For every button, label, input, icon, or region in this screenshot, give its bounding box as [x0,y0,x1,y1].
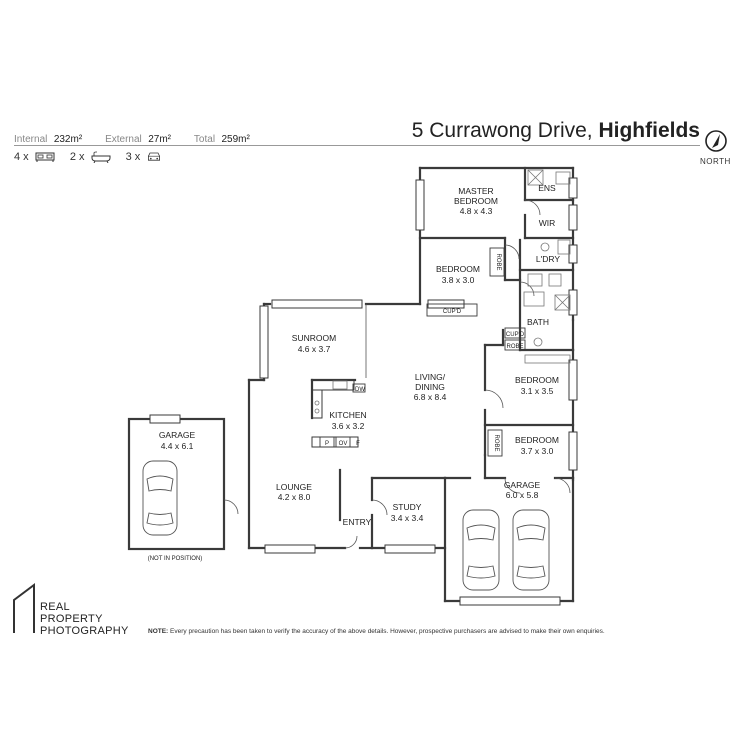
total-area-label: Total [193,134,216,145]
fridge-label: F [356,441,360,447]
bedroom-3-label: BEDROOM [515,375,559,385]
header-divider [14,145,700,146]
bedroom-count: 4 x [14,151,29,163]
car-count: 3 x [125,151,141,163]
living-label: LIVING/ [415,372,446,382]
dishwasher-label: DW [355,387,365,393]
walls [127,166,575,603]
study-size: 3.4 x 3.4 [391,513,424,523]
kitchen-label: KITCHEN [329,410,366,420]
bedroom-2-label: BEDROOM [436,264,480,274]
external-area-value: 27m² [148,134,172,145]
feature-counts: 4 x 2 x 3 x [14,151,174,164]
car-icon [142,460,178,536]
lounge-size: 4.2 x 8.0 [278,492,311,502]
detached-garage-size: 4.4 x 6.1 [161,441,194,451]
cupboard-2-label: CUP'D [506,332,525,338]
detached-garage-label: GARAGE [159,430,196,440]
master-bedroom-label: MASTER [458,186,493,196]
bath-icon [91,151,111,164]
disclaimer-label: NOTE: [148,628,169,635]
oven-label: OV [339,441,348,447]
bathroom-fixtures [314,169,571,414]
ensuite-label: ENS [538,183,556,193]
sunroom-size: 4.6 x 3.7 [298,344,331,354]
lounge-label: LOUNGE [276,482,312,492]
property-address: 5 Currawong Drive, [411,119,593,142]
bedroom-2-size: 3.8 x 3.0 [442,275,475,285]
fixture-boxes [319,247,526,457]
brand-name: REAL PROPERTY PHOTOGRAPHY [40,601,129,637]
brand-line-3: PHOTOGRAPHY [40,625,129,637]
internal-area-label: Internal [14,134,48,145]
bath-label: BATH [527,317,549,327]
disclaimer: NOTE: Every precaution has been taken to… [148,628,605,635]
robe-2-label: ROBE [506,344,523,350]
brand-logo-icon [13,583,35,633]
bedroom-3-size: 3.1 x 3.5 [521,386,554,396]
area-summary: Internal 232m² External 27m² Total 259m² [14,129,252,147]
external-area-label: External [105,134,142,145]
property-title: 5 Currawong Drive, Highfields [405,119,700,143]
bedroom-4-size: 3.7 x 3.0 [521,446,554,456]
bathroom-count: 2 x [69,151,85,163]
windows [149,177,578,606]
laundry-label: L'DRY [536,254,560,264]
living-label-2: DINING [415,382,445,392]
brand-line-1: REAL [40,601,70,613]
total-area-value: 259m² [221,134,250,145]
doors [223,199,571,549]
property-suburb: Highfields [598,119,700,142]
living-size: 6.8 x 8.4 [414,392,447,402]
wir-label: WIR [539,218,556,228]
disclaimer-text: Every precaution has been taken to verif… [170,628,605,635]
room-labels: MASTER BEDROOM 4.8 x 4.3 ENS WIR BEDROOM… [159,183,561,527]
kitchen-size: 3.6 x 3.2 [332,421,365,431]
internal-area-value: 232m² [53,134,83,145]
entry-label: ENTRY [343,517,372,527]
north-label: NORTH [700,157,731,166]
study-label: STUDY [393,502,422,512]
cupboard-1-label: CUP'D [443,309,462,315]
car-icon [462,509,500,591]
brand-line-2: PROPERTY [40,613,103,625]
car-icon [512,509,550,591]
sunroom-label: SUNROOM [292,333,336,343]
main-garage-size: 6.0 x 5.8 [506,490,539,500]
robe-3-label: ROBE [493,434,499,451]
north-compass-icon [705,130,727,152]
bedroom-4-label: BEDROOM [515,435,559,445]
car-icons [142,460,550,591]
main-garage-label: GARAGE [504,480,541,490]
pantry-label: P [325,441,329,447]
robe-1-label: ROBE [495,253,501,270]
bed-icon [35,152,55,163]
fixture-labels: ROBE CUP'D CUP'D ROBE ROBE DW P OV F (NO… [148,253,525,562]
master-bedroom-size: 4.8 x 4.3 [460,206,493,216]
car-icon [148,152,161,161]
garage-position-note: (NOT IN POSITION) [148,556,203,562]
master-bedroom-label-2: BEDROOM [454,196,498,206]
